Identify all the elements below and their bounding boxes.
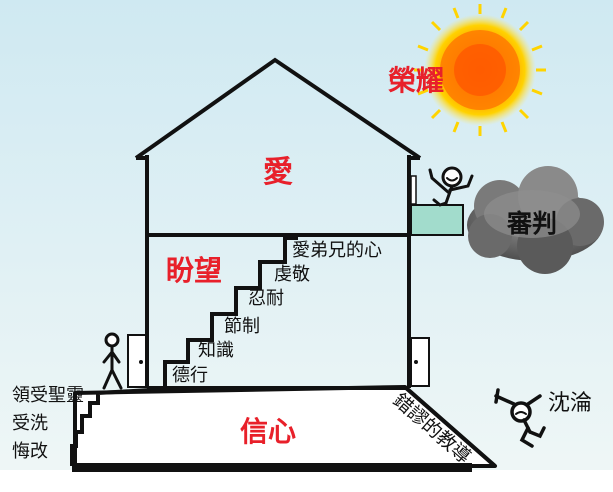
left-door-icon: [127, 334, 147, 388]
love-label: 愛: [263, 155, 293, 190]
step-label-patience: 忍耐: [248, 288, 284, 309]
step-label-brotherly-love: 愛弟兄的心: [292, 240, 382, 261]
balcony: [410, 175, 464, 236]
judgment-label: 審判: [506, 209, 557, 238]
perish-label: 沈淪: [548, 391, 592, 416]
step-label-baptism: 受洗: [12, 413, 48, 434]
hope-label: 盼望: [166, 254, 222, 287]
lower-stairs: [70, 388, 151, 466]
inner-stairs: [163, 236, 298, 388]
house-roof: [134, 57, 422, 160]
sun-icon: [414, 4, 546, 136]
faith-label: 信心: [240, 415, 296, 448]
step-label-receive-holy-spirit: 領受聖靈: [12, 385, 84, 406]
ground: [72, 463, 472, 472]
page-bottom: [0, 470, 613, 492]
step-label-godliness: 虔敬: [274, 264, 310, 285]
step-label-knowledge: 知識: [198, 340, 234, 361]
rejoicing-person-icon: [428, 166, 474, 207]
step-label-repentance: 悔改: [12, 441, 48, 462]
step-label-temperance: 節制: [224, 316, 260, 337]
right-door-icon: [410, 337, 430, 387]
cloud-icon: [467, 166, 604, 274]
step-label-virtue: 德行: [172, 365, 208, 386]
walking-person-icon: [102, 332, 123, 390]
glory-label: 榮耀: [388, 64, 444, 97]
falling-person-icon: [494, 388, 546, 448]
